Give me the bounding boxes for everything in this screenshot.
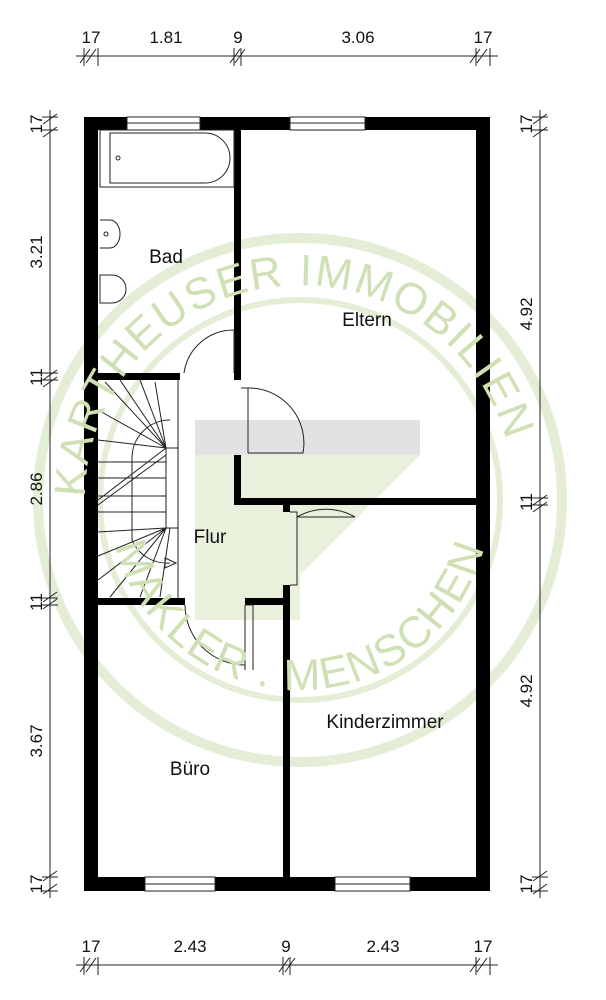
- dim-label: 11: [27, 368, 46, 386]
- dim-label: 17: [82, 28, 101, 47]
- dim-label: 9: [233, 28, 242, 47]
- dim-label: 17: [474, 937, 493, 956]
- dimension-labels-bottom: 17 2.43 9 2.43 17: [82, 937, 493, 956]
- dim-label: 17: [27, 875, 46, 894]
- sink-icon: [100, 219, 121, 249]
- stair-arrow-icon: [164, 557, 178, 569]
- dim-label: 4.92: [517, 297, 536, 330]
- dim-label: 17: [82, 937, 101, 956]
- dimension-labels-top: 17 1.81 9 3.06 17: [82, 28, 493, 47]
- room-label-buero: Büro: [170, 759, 210, 780]
- room-label-flur: Flur: [194, 527, 227, 548]
- dim-label: 4.92: [517, 674, 536, 707]
- dim-label: 2.86: [27, 472, 46, 505]
- toilet-icon: [99, 274, 127, 304]
- room-label-kinderzimmer: Kinderzimmer: [326, 712, 444, 733]
- room-label-bad: Bad: [149, 247, 183, 268]
- room-label-eltern: Eltern: [342, 310, 392, 331]
- dim-label: 17: [27, 115, 46, 134]
- dim-label: 3.67: [27, 724, 46, 757]
- dim-label: 17: [474, 28, 493, 47]
- dim-label: 11: [517, 493, 536, 511]
- dim-label: 1.81: [149, 28, 182, 47]
- dimension-labels-left: 17 3.21 11 2.86 11 3.67 17: [27, 115, 46, 894]
- dimension-lines: [42, 48, 548, 975]
- dim-label: 17: [517, 115, 536, 134]
- dim-label: 17: [517, 875, 536, 894]
- dim-label: 11: [27, 593, 46, 611]
- dim-label: 9: [281, 937, 290, 956]
- dim-label: 2.43: [173, 937, 206, 956]
- dim-label: 3.06: [341, 28, 374, 47]
- windows: [126, 116, 411, 892]
- dimension-labels-right: 17 4.92 11 4.92 17: [517, 115, 536, 894]
- doors: [183, 329, 356, 670]
- dim-label: 3.21: [27, 235, 46, 268]
- dim-label: 2.43: [366, 937, 399, 956]
- bathroom-fixtures: [99, 129, 235, 304]
- walls: [84, 117, 490, 891]
- bathtub-icon: [109, 132, 231, 184]
- watermark-logo-shapes: [33, 233, 567, 767]
- stair-walkline: [131, 419, 171, 564]
- staircase: [97, 379, 179, 598]
